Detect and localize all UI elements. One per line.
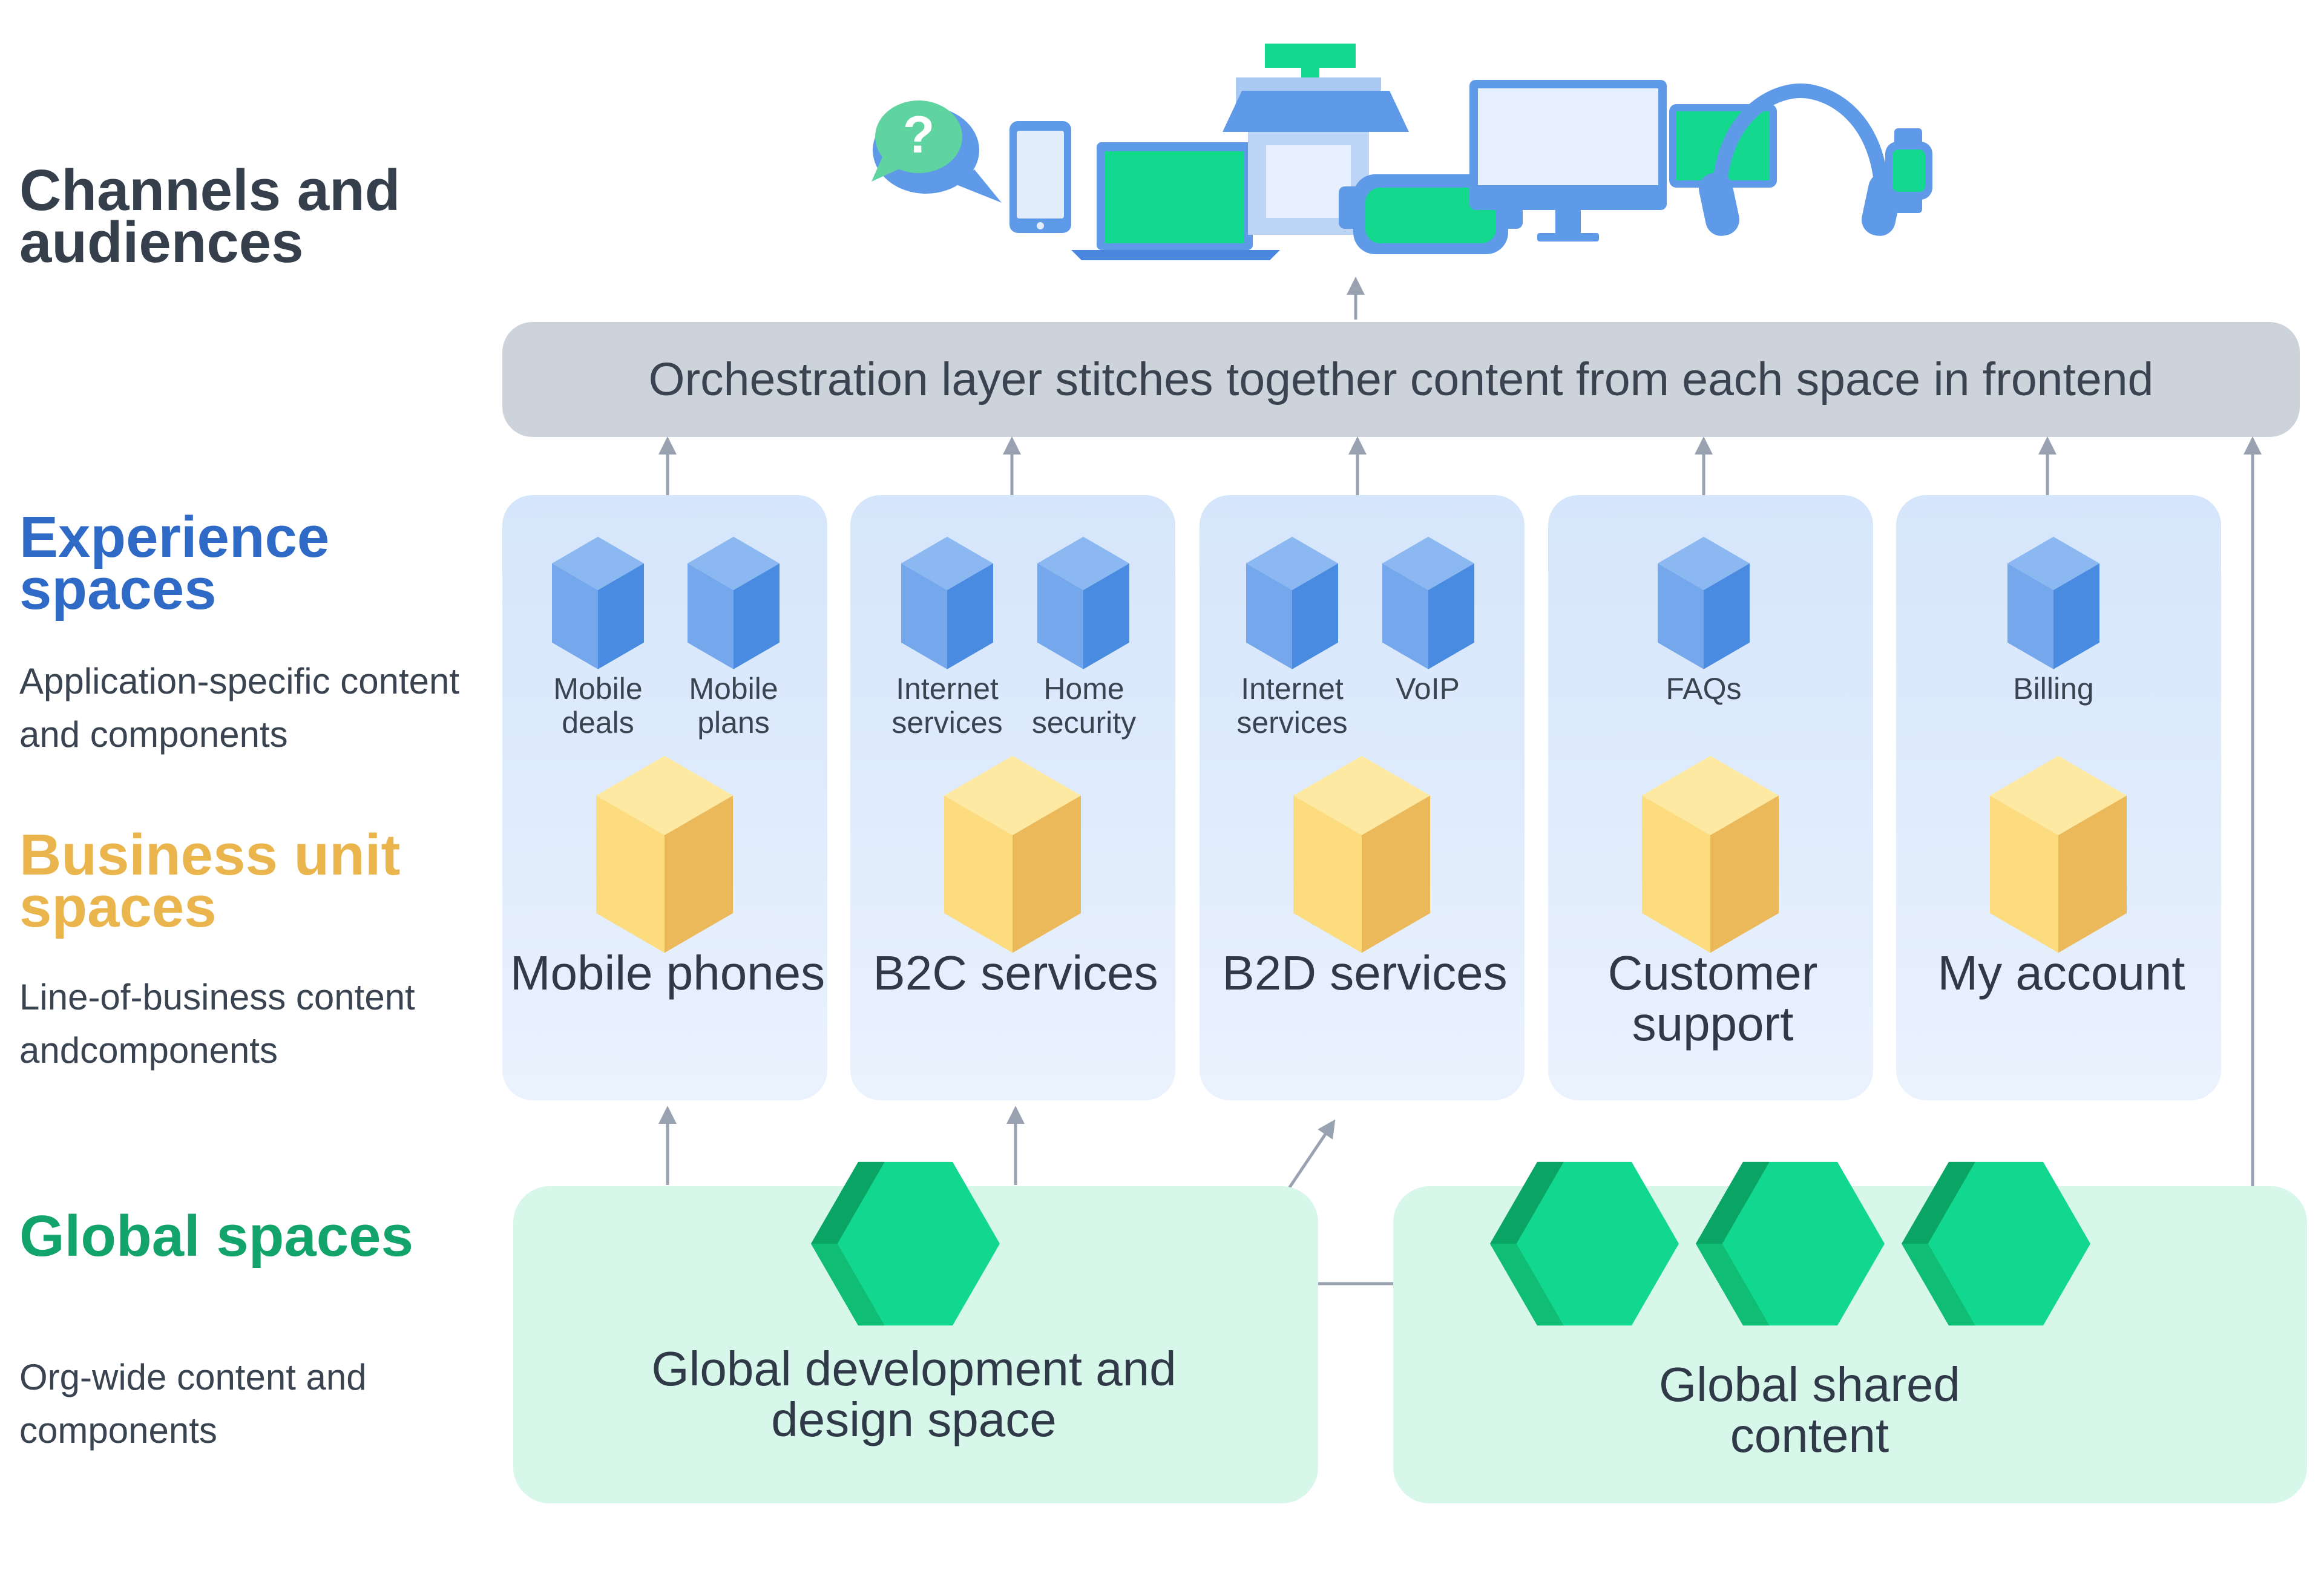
global-dev-title: Global development and design space (651, 1342, 1177, 1446)
exp-label-home-security: Home security (1031, 672, 1137, 740)
global-dev-space (513, 1186, 1318, 1503)
business-unit-cube (944, 755, 1081, 953)
orchestration-layer (502, 322, 2300, 437)
arrows (658, 277, 2262, 1293)
arrow-dev-to-card-3 (1286, 1119, 1336, 1191)
exp-label-internet-services-b2d: Internet services (1236, 672, 1348, 740)
desc-experience-spaces: Application-specific content and compone… (19, 661, 460, 755)
heading-channels: Channels and audiences (19, 158, 401, 275)
experience-space-cube (901, 536, 993, 669)
laptop-icon (1071, 142, 1280, 260)
exp-label-mobile-deals: Mobile deals (553, 672, 643, 740)
desc-global-spaces: Org-wide content and components (19, 1357, 367, 1451)
bu-title-b2d-services: B2D services (1222, 946, 1508, 1000)
svg-text:?: ? (903, 106, 935, 164)
exp-label-mobile-plans: Mobile plans (689, 672, 778, 740)
experience-space-cube (552, 536, 644, 669)
experience-space-cube (2007, 536, 2099, 669)
exp-label-voip: VoIP (1396, 672, 1460, 706)
exp-label-billing: Billing (2013, 672, 2094, 706)
heading-global-spaces: Global spaces (19, 1204, 413, 1269)
global-shared-title: Global shared content (1658, 1357, 1961, 1462)
chat-bubbles-icon: ? (872, 100, 1002, 203)
experience-space-cube (1382, 536, 1474, 669)
exp-label-faqs: FAQs (1666, 672, 1742, 706)
hexagon-icon (1490, 1161, 1679, 1326)
smartwatch-icon (1885, 128, 1932, 213)
hexagon-icon (1902, 1161, 2090, 1326)
desc-business-unit-spaces: Line-of-business content andcomponents (19, 977, 415, 1071)
business-unit-cube (1293, 755, 1430, 953)
business-unit-cube (1642, 755, 1779, 953)
headphones-icon (1699, 83, 1902, 236)
heading-experience-spaces: Experience spaces (19, 505, 330, 622)
global-hexagons (811, 1161, 2090, 1326)
heading-business-unit-spaces: Business unit spaces (19, 822, 401, 939)
bu-title-customer-support: Customer support (1607, 946, 1818, 1051)
monitor-icon (1469, 80, 1667, 241)
business-unit-cube (596, 755, 733, 953)
experience-space-cube (1658, 536, 1750, 669)
hexagon-icon (811, 1161, 1000, 1326)
smartphone-icon (1009, 121, 1071, 233)
orchestration-label: Orchestration layer stitches together co… (648, 353, 2154, 405)
bu-title-mobile-phones: Mobile phones (510, 946, 826, 1000)
exp-label-internet-services-b2c: Internet services (891, 672, 1003, 740)
business-unit-cube (1990, 755, 2127, 953)
experience-space-cube (1246, 536, 1338, 669)
experience-space-cube (1037, 536, 1129, 669)
bu-title-my-account: My account (1937, 946, 2185, 1000)
storefront-icon (1223, 44, 1409, 235)
experience-space-cube (688, 536, 780, 669)
business-unit-cards (502, 495, 2221, 1100)
hexagon-icon (1696, 1161, 1885, 1326)
bu-title-b2c-services: B2C services (873, 946, 1158, 1000)
